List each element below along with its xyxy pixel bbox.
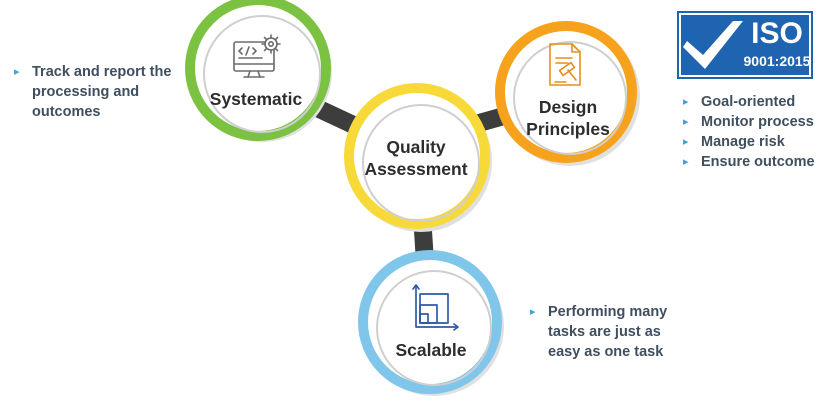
- checkmark-icon: [683, 21, 743, 69]
- computer-code-gear-icon: [233, 34, 281, 78]
- right-list-text: Monitor process: [701, 114, 814, 130]
- iso-badge: ISO 9001:2015: [677, 11, 813, 79]
- node-scalable: [358, 250, 504, 396]
- design-label-line1: Design: [538, 97, 598, 117]
- systematic-label: Systematic: [209, 89, 303, 109]
- left-note: Track and report the processing and outc…: [14, 62, 174, 122]
- scalable-note-text: Performing many tasks are just as easy a…: [548, 304, 668, 360]
- label-scalable: Scalable: [371, 339, 491, 361]
- iso-title: ISO: [751, 17, 803, 50]
- right-list-text: Manage risk: [701, 134, 785, 150]
- iso-standard: 9001:2015: [744, 53, 811, 69]
- right-list-text: Goal-oriented: [701, 94, 796, 110]
- left-note-item: Track and report the processing and outc…: [14, 62, 174, 122]
- right-list-item: Goal-oriented: [683, 92, 828, 112]
- left-note-text: Track and report the processing and outc…: [32, 64, 172, 120]
- design-label-line2: Principles: [526, 119, 610, 139]
- quality-label-line1: Quality: [386, 137, 446, 157]
- label-systematic: Systematic: [196, 88, 316, 110]
- right-list: Goal-oriented Monitor process Manage ris…: [683, 92, 828, 172]
- scalable-chart-icon: [412, 284, 459, 331]
- right-list-item: Manage risk: [683, 132, 828, 152]
- scalable-note: Performing many tasks are just as easy a…: [530, 302, 680, 362]
- ring-quality: [344, 83, 490, 229]
- node-quality: [344, 83, 492, 232]
- scalable-label: Scalable: [395, 340, 467, 360]
- right-list-item: Monitor process: [683, 112, 828, 132]
- label-design: Design Principles: [508, 96, 628, 140]
- document-gavel-icon: [549, 43, 581, 86]
- node-systematic: [185, 0, 332, 142]
- scalable-note-item: Performing many tasks are just as easy a…: [530, 302, 680, 362]
- node-design: [495, 21, 640, 166]
- ring-scalable: [358, 250, 502, 394]
- quality-label-line2: Assessment: [364, 159, 468, 179]
- label-quality: Quality Assessment: [351, 136, 481, 180]
- right-list-item: Ensure outcome: [683, 152, 828, 172]
- right-list-text: Ensure outcome: [701, 154, 815, 170]
- ring-design: [495, 21, 637, 163]
- ring-systematic: [185, 0, 331, 141]
